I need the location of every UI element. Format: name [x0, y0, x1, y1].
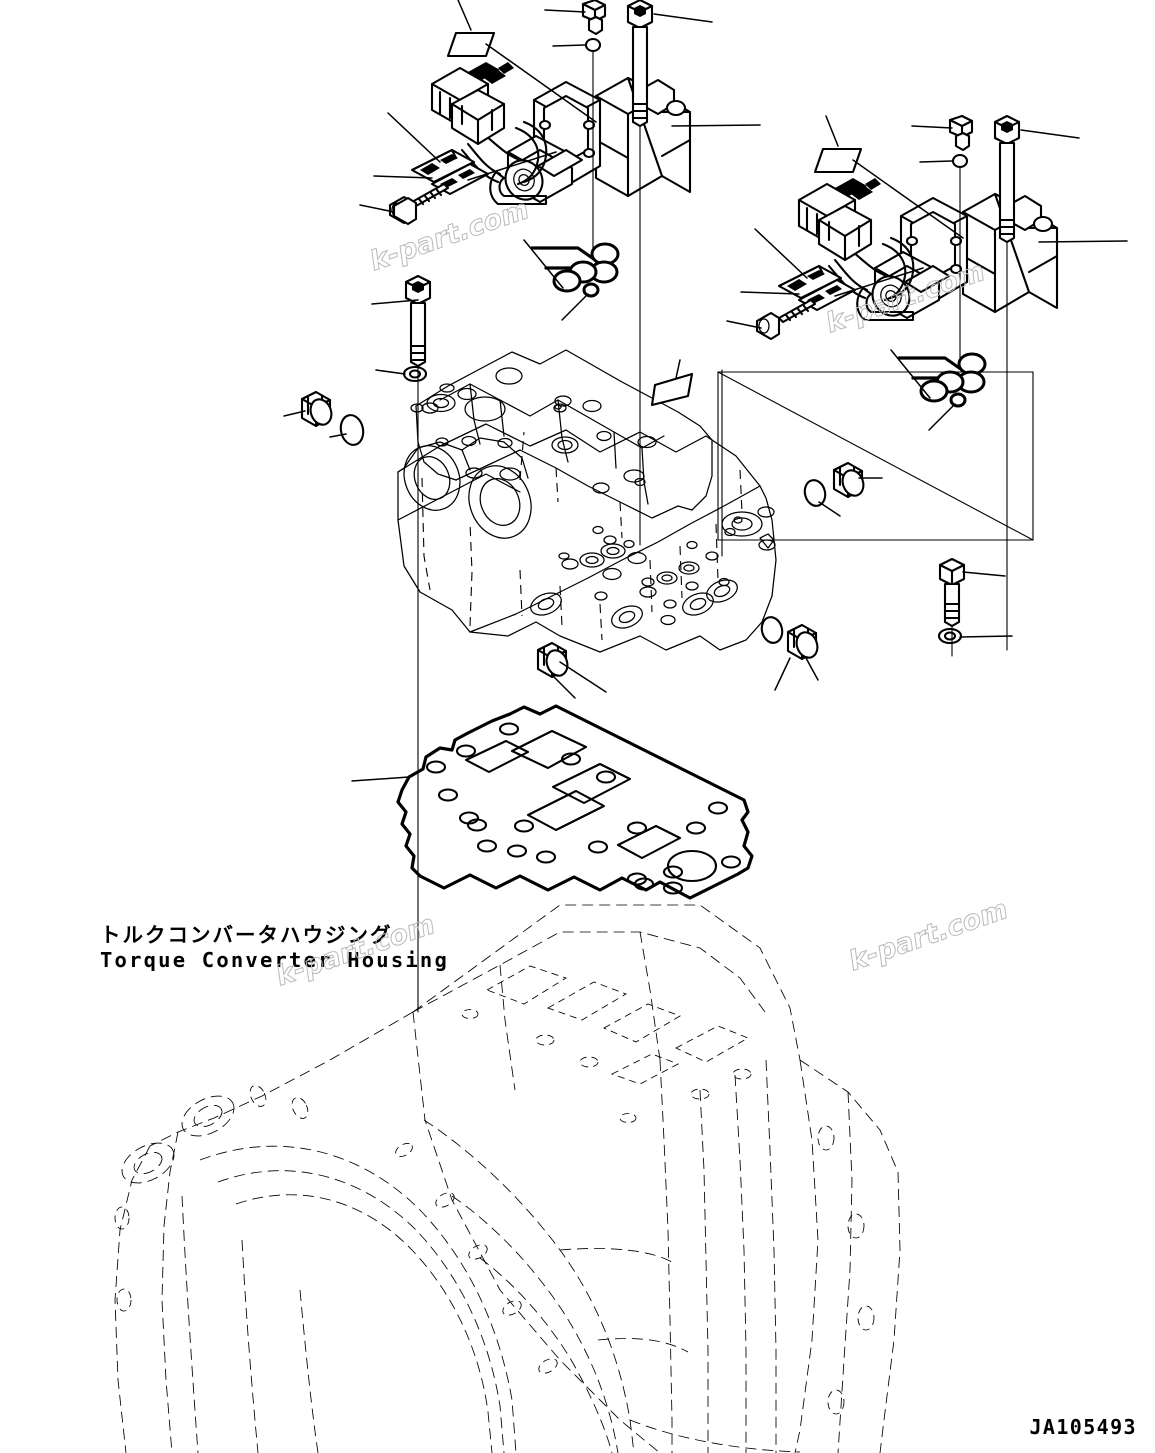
- hex-head-bolt-right-lower: [938, 557, 966, 628]
- id-tag-plate-right: [813, 147, 863, 174]
- washer-right-lower: [937, 627, 963, 645]
- long-socket-head-bolt-center: [404, 274, 432, 368]
- transmission-control-valve-body: [397, 349, 777, 653]
- solenoid-valve-assembly-left: [388, 0, 692, 225]
- torque-converter-housing-caption: トルクコンバータハウジング Torque Converter Housing: [100, 918, 449, 972]
- electrical-connector-pair-left: [430, 62, 514, 146]
- socket-screw-left-outer: [392, 196, 418, 226]
- o-ring-lower-right: [760, 616, 784, 644]
- o-ring-left-body: [339, 414, 365, 446]
- hex-plug-upper-right: [832, 461, 865, 499]
- washer-left: [402, 365, 428, 383]
- leader-lines: [283, 0, 1128, 1013]
- hex-plug-right-top: [948, 114, 974, 152]
- id-tag-plate-left: [446, 31, 496, 58]
- hex-plug-lower-right: [786, 623, 819, 661]
- socket-screw-right: [755, 298, 817, 341]
- caption-japanese: トルクコンバータハウジング: [100, 923, 393, 947]
- long-socket-head-bolt-right: [993, 114, 1021, 244]
- retaining-clamp-bracket-left: [410, 148, 490, 196]
- valve-body-gasket: [351, 704, 754, 900]
- o-ring-kit-left: [523, 239, 620, 321]
- electrical-connector-pair-right: [797, 178, 881, 262]
- torque-converter-housing-reference: [114, 904, 901, 1453]
- hex-plug-lower-center: [536, 641, 569, 679]
- o-ring-left-top: [584, 37, 602, 53]
- id-tag-plate-center: [650, 372, 694, 407]
- solenoid-valve-assembly-right: [755, 114, 1059, 341]
- hex-plug-left-top: [581, 0, 607, 36]
- caption-english: Torque Converter Housing: [100, 948, 450, 972]
- drawing-number: JA105493: [1029, 1415, 1137, 1439]
- solenoid-coil-left: [489, 134, 584, 206]
- retaining-clamp-bracket-right: [777, 264, 857, 312]
- o-ring-right-top: [951, 153, 969, 169]
- o-ring-upper-right: [803, 479, 827, 507]
- hex-plug-left-body: [300, 390, 333, 428]
- o-ring-kit-right: [890, 349, 987, 431]
- long-socket-head-bolt-left: [626, 0, 654, 128]
